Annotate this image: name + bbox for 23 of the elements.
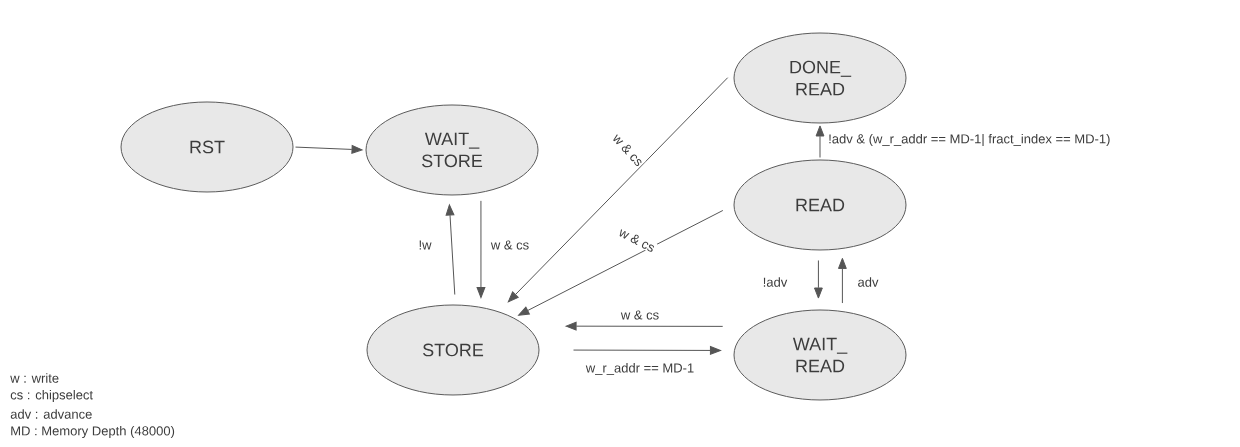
arrow <box>838 257 847 304</box>
edge-label: w & cs <box>619 309 661 321</box>
legend-note: cs : chipselect <box>10 389 93 403</box>
arrow <box>573 346 721 355</box>
arrow <box>295 145 363 154</box>
edge-label: w_r_addr == MD-1 <box>584 362 696 376</box>
edge-label: w & cs <box>610 131 646 169</box>
legend-note: MD : Memory Depth (48000) <box>11 425 175 439</box>
arrow <box>814 260 823 299</box>
legend-note: w : write <box>10 373 59 383</box>
arrow <box>518 209 724 316</box>
arrow <box>815 125 825 158</box>
edge-label: adv <box>856 276 880 288</box>
arrow <box>476 200 486 298</box>
edge-label: w & cs <box>489 239 531 251</box>
arrow <box>507 77 729 303</box>
edge-label: w & cs <box>616 225 658 255</box>
edge-label: !adv & (w_r_addr == MD-1| fract_index == MD-1) <box>827 132 1112 148</box>
edge-label: !adv <box>761 276 789 288</box>
legend-note: adv : advance <box>10 409 92 419</box>
arrow <box>565 321 724 331</box>
edge-label: !w <box>417 239 433 251</box>
arrow <box>445 204 456 296</box>
